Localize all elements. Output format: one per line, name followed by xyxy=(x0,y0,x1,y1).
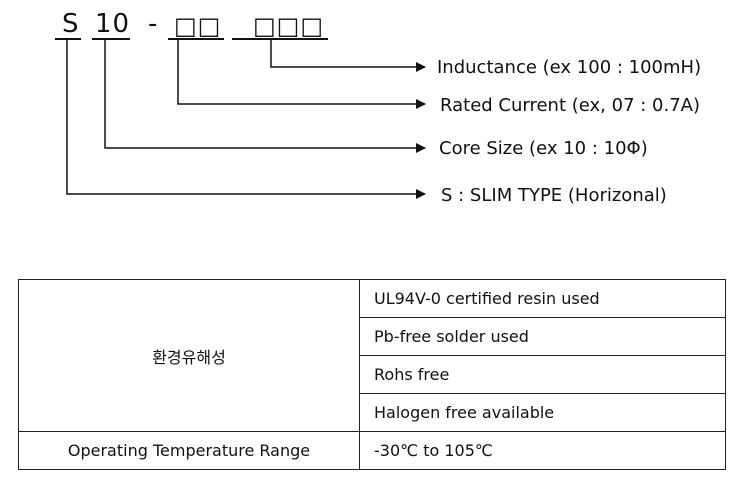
desc-inductance: Inductance (ex 100 : 100mH) xyxy=(437,57,702,78)
code-size: 10 xyxy=(95,9,131,39)
code-inductance-boxes: □□□ xyxy=(253,12,325,40)
env-value-cell: UL94V-0 certified resin used xyxy=(359,279,726,318)
env-value-cell: Pb-free solder used xyxy=(359,317,726,356)
temp-label-cell: Operating Temperature Range xyxy=(18,431,360,470)
code-dash: - xyxy=(148,9,159,39)
spec-table: 환경유해성 UL94V-0 certified resin used Pb-fr… xyxy=(18,279,726,470)
line-inductance xyxy=(270,40,426,72)
table-row: Operating Temperature Range -30℃ to 105℃ xyxy=(18,431,726,470)
env-value-cell: Halogen free available xyxy=(359,393,726,432)
desc-rated-current: Rated Current (ex, 07 : 0.7A) xyxy=(440,95,700,116)
table-row: 환경유해성 UL94V-0 certified resin used xyxy=(18,279,726,432)
temp-value-cell: -30℃ to 105℃ xyxy=(359,431,726,470)
connector-lines xyxy=(66,40,426,199)
env-value-cell: Rohs free xyxy=(359,355,726,394)
table-row: Pb-free solder used xyxy=(19,317,726,356)
code-current-boxes: □□ xyxy=(174,12,222,40)
table-row: Rohs free xyxy=(19,355,726,394)
code-series: S xyxy=(62,9,80,39)
desc-slim-type: S : SLIM TYPE (Horizonal) xyxy=(441,185,667,206)
underline-inductance xyxy=(232,38,328,40)
underline-current xyxy=(168,38,224,40)
desc-core-size: Core Size (ex 10 : 10Φ) xyxy=(439,138,648,159)
line-slim-type xyxy=(66,40,426,199)
underline-size xyxy=(92,38,130,40)
env-label-cell: 환경유해성 xyxy=(18,279,360,432)
line-core-size xyxy=(104,40,426,153)
line-current xyxy=(177,40,426,109)
underline-series xyxy=(55,38,81,40)
table-row: Halogen free available xyxy=(19,393,726,432)
